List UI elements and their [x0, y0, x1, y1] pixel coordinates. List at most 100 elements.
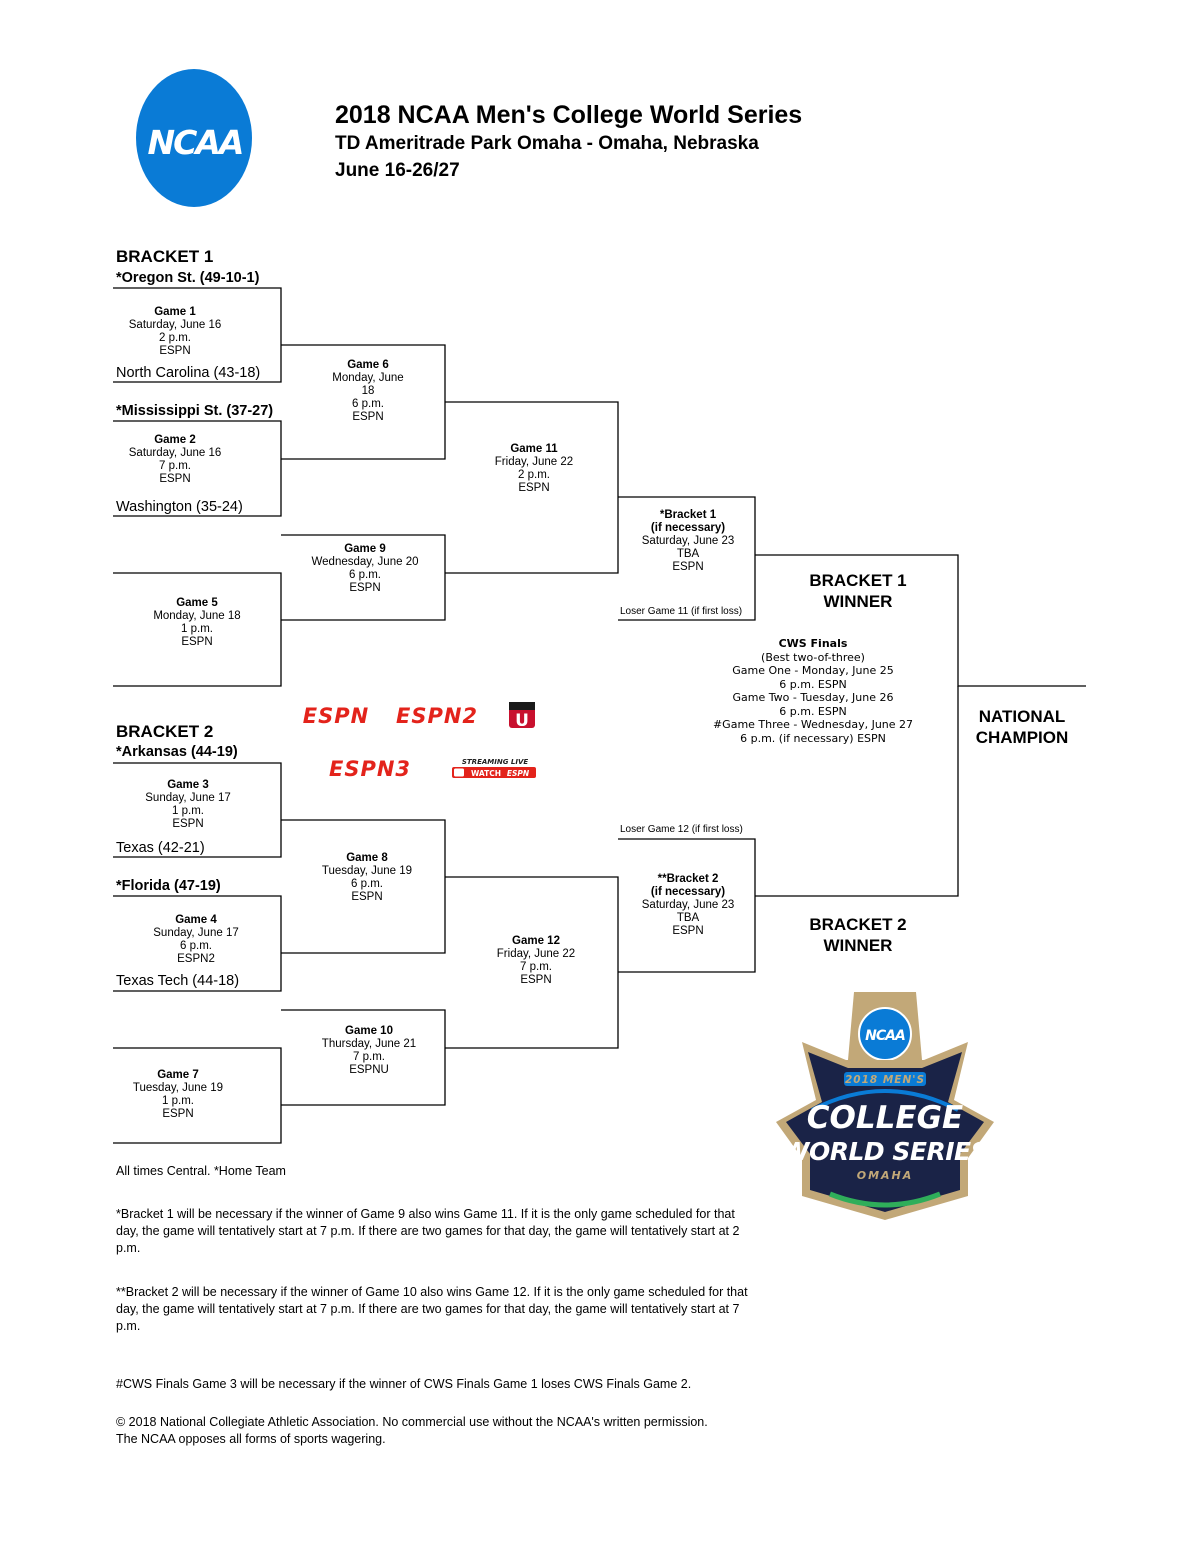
page-title: 2018 NCAA Men's College World Series: [335, 101, 803, 129]
espn2-logo-text: ESPN2: [396, 704, 478, 728]
game-4: Game 4 Sunday, June 17 6 p.m. ESPN2: [136, 914, 256, 966]
game-title: *Bracket 1: [659, 509, 717, 521]
line-game11: [445, 401, 619, 574]
cws-logo: NCAA 2018 MEN'S COLLEGE WORLD SERIES OMA…: [776, 992, 994, 1220]
game-time: 6 p.m.: [180, 940, 212, 952]
bracket1-team1: North Carolina (43-18): [116, 365, 261, 381]
bracket2-loser-note: Loser Game 12 (if first loss): [620, 824, 743, 835]
game-time: 2 p.m.: [518, 469, 550, 481]
game-9: Game 9 Wednesday, June 20 6 p.m. ESPN: [300, 543, 430, 595]
game-title: Game 5: [176, 597, 218, 609]
bracket2-team1: Texas (42-21): [116, 840, 205, 856]
watch-espn-text: ESPN: [507, 769, 530, 778]
line-bracket1-winner: [755, 554, 1086, 687]
game-date: Saturday, June 23: [641, 535, 735, 547]
bracket1-final-game: *Bracket 1 (if necessary) Saturday, June…: [628, 509, 748, 574]
finals-game2-time: 6 p.m. ESPN: [779, 704, 847, 718]
game-time: 6 p.m.: [352, 398, 384, 410]
game-5: Game 5 Monday, June 18 1 p.m. ESPN: [137, 597, 257, 649]
line-game12: [445, 876, 619, 1049]
game-date: Tuesday, June 19: [321, 865, 413, 877]
game-title: Game 6: [347, 359, 389, 371]
espn3-logo-text: ESPN3: [329, 757, 411, 781]
game-network: ESPN: [172, 818, 204, 830]
line-game4: [113, 895, 282, 992]
line-game3: [113, 762, 282, 858]
cws-world-series-text: WORLD SERIES: [782, 1137, 988, 1166]
game-date: Monday, June 18: [153, 610, 241, 622]
game-time: TBA: [676, 912, 700, 924]
copyright-notice: © 2018 National Collegiate Athletic Asso…: [116, 1415, 708, 1446]
game-network: ESPN: [159, 473, 191, 485]
national-champion-label: NATIONAL CHAMPION: [975, 707, 1069, 747]
game-title: Game 4: [175, 914, 217, 926]
game-network: ESPN: [162, 1108, 194, 1120]
finals-game1-time: 6 p.m. ESPN: [779, 677, 847, 691]
bracket1-heading: BRACKET 1: [116, 247, 214, 266]
cws-year-text: 2018 MEN'S: [845, 1074, 925, 1086]
game-network: ESPN2: [177, 953, 215, 965]
game-network: ESPN: [672, 925, 704, 937]
game-date: Friday, June 22: [494, 456, 574, 468]
game-network: ESPN: [159, 345, 191, 357]
bracket1-winner-label: BRACKET 1 WINNER: [809, 571, 907, 611]
bracket1-seed1: *Oregon St. (49-10-1): [116, 270, 260, 286]
bracket1-loser-note: Loser Game 11 (if first loss): [620, 606, 743, 617]
espn3-logo: ESPN3: [329, 757, 411, 781]
game-date: Monday, June 18: [332, 372, 404, 397]
game-title: Game 7: [157, 1069, 199, 1081]
espn-logo: ESPN: [303, 704, 369, 728]
game-date: Friday, June 22: [496, 948, 576, 960]
game-time: 1 p.m.: [181, 623, 213, 635]
espn-logo-text: ESPN: [303, 704, 369, 728]
bracket2-heading: BRACKET 2: [116, 722, 214, 741]
espnu-logo: U: [509, 702, 535, 730]
finals-footnote: #CWS Finals Game 3 will be necessary if …: [116, 1377, 692, 1391]
game-title: Game 9: [344, 543, 386, 555]
cws-finals-info: CWS Finals (Best two-of-three) Game One …: [693, 637, 933, 745]
game-network: ESPN: [181, 636, 213, 648]
bracket1-team2: Washington (35-24): [116, 499, 243, 515]
game-1: Game 1 Saturday, June 16 2 p.m. ESPN: [115, 306, 235, 358]
cws-college-text: COLLEGE: [807, 1100, 963, 1136]
espnu-logo-text: U: [515, 711, 529, 730]
line-bracket2-final: [618, 838, 756, 973]
finals-format: (Best two-of-three): [761, 650, 865, 664]
line-game9: [281, 534, 446, 621]
game-time: TBA: [676, 548, 700, 560]
venue-subtitle: TD Ameritrade Park Omaha - Omaha, Nebras…: [335, 133, 759, 154]
bracket1-seed2: *Mississippi St. (37-27): [116, 403, 274, 419]
game-network: ESPN: [352, 411, 384, 423]
game-date: Tuesday, June 19: [132, 1082, 224, 1094]
finals-game1: Game One - Monday, June 25: [732, 664, 894, 677]
game-title: Game 12: [512, 935, 560, 947]
game-network: ESPN: [518, 482, 550, 494]
watch-text: WATCH: [471, 769, 501, 778]
streaming-live-text: STREAMING LIVE: [462, 758, 528, 766]
line-bracket1-final: [618, 496, 756, 621]
cws-omaha-text: OMAHA: [857, 1169, 914, 1182]
game-title: Game 10: [345, 1025, 393, 1037]
ncaa-logo: NCAA ®: [136, 69, 254, 207]
game-date: Sunday, June 17: [153, 927, 239, 939]
line-game8: [281, 819, 446, 954]
game-network: ESPNU: [349, 1064, 389, 1076]
game-date: Saturday, June 16: [128, 447, 222, 459]
game-date: Saturday, June 16: [128, 319, 222, 331]
game-time: 7 p.m.: [520, 961, 552, 973]
game-title: Game 1: [154, 306, 196, 318]
line-game7: [113, 1047, 282, 1144]
game-title: Game 2: [154, 434, 196, 446]
game-date: Saturday, June 23: [641, 899, 735, 911]
bracket1-footnote: *Bracket 1 will be necessary if the winn…: [116, 1207, 740, 1255]
svg-text:®: ®: [246, 170, 254, 179]
game-3: Game 3 Sunday, June 17 1 p.m. ESPN: [128, 779, 248, 831]
line-bracket2-winner: [755, 686, 959, 897]
game-condition: (if necessary): [650, 886, 726, 898]
game-10: Game 10 Thursday, June 21 7 p.m. ESPNU: [309, 1025, 429, 1077]
line-game5: [113, 572, 282, 687]
game-time: 2 p.m.: [159, 332, 191, 344]
game-2: Game 2 Saturday, June 16 7 p.m. ESPN: [115, 434, 235, 486]
game-date: Wednesday, June 20: [311, 556, 419, 568]
times-note: All times Central. *Home Team: [116, 1164, 286, 1178]
